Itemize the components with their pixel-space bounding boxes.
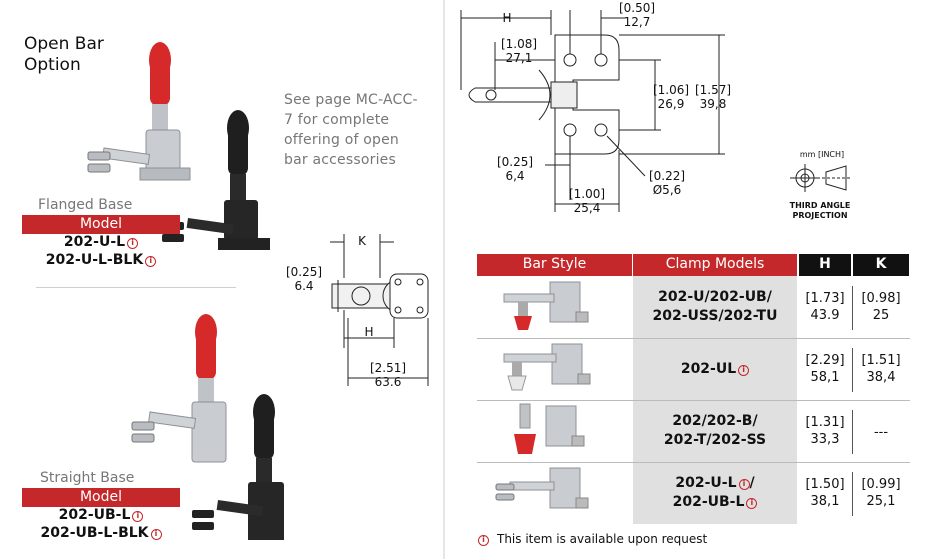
h-value-cell: [1.50] 38,1	[805, 477, 845, 509]
info-icon: i	[738, 479, 750, 490]
dim-251-inch: [2.51]	[370, 361, 406, 375]
dim-251-mm: 63.6	[375, 375, 402, 389]
top-dimension-drawing: H [0.50] 12,7 [1.08] 27,1 [1.06] 26,9 [1…	[460, 1, 731, 215]
dim-050-mm: 12,7	[624, 15, 651, 29]
info-icon: i	[145, 256, 157, 267]
projection-line-1: THIRD ANGLE	[790, 201, 851, 210]
h-header-bg	[799, 254, 851, 276]
clamp-models-header: Clamp Models	[665, 256, 765, 272]
col-divider	[852, 348, 853, 392]
h-value-cell: [1.31] 33,3	[805, 415, 845, 447]
clamp-model-cell: 202/202-B/ 202-T/202-SS	[663, 413, 767, 448]
dim-100-inch: [1.00]	[569, 187, 605, 201]
h-value-cell: [1.73] 43.9	[805, 291, 845, 323]
bar-style-image-3	[514, 403, 585, 454]
bar-style-image-2	[503, 343, 591, 391]
info-icon: i	[746, 498, 758, 509]
flanged-base-label: Flanged Base	[38, 197, 133, 213]
column-divider	[443, 0, 445, 559]
dim-100-mm: 25,4	[574, 201, 601, 215]
divider	[36, 287, 236, 288]
accessories-note: See page MC-ACC-7 for complete offering …	[284, 92, 418, 168]
dim-106-mm: 26,9	[658, 97, 685, 111]
dim-106-inch: [1.06]	[653, 83, 689, 97]
flanged-clamp-illustration	[87, 42, 270, 250]
k-value-cell: ---	[873, 425, 889, 440]
dim-050-inch: [0.50]	[619, 1, 655, 15]
info-icon: i	[132, 511, 144, 522]
bar-style-image-1	[503, 281, 589, 330]
k-value-cell: [0.99] 25,1	[861, 477, 901, 509]
clamp-models-header-bg	[633, 254, 797, 276]
clamp-model-cell: 202-U/202-UB/ 202-USS/202-TU	[652, 289, 778, 324]
dim-025-mm: 6.4	[294, 279, 313, 293]
info-icon: i	[150, 529, 162, 540]
h-label: H	[502, 11, 511, 25]
col-divider	[852, 286, 853, 330]
h-value-cell: [2.29] 58,1	[805, 353, 845, 385]
k-value-cell: [0.98] 25	[861, 291, 901, 323]
dim-022-mm: Ø5,6	[653, 183, 682, 197]
row-divider	[477, 338, 910, 339]
info-icon: i	[127, 238, 139, 249]
info-icon: i	[738, 365, 750, 376]
bar-style-image-4	[495, 467, 589, 509]
section-title: Open Bar Option	[24, 34, 104, 75]
dim-157-mm: 39,8	[700, 97, 727, 111]
h-label: H	[364, 325, 373, 339]
k-header: K	[875, 256, 887, 272]
open-bar-dimension-drawing: K H [0.25] 6.4 [2.51] 63.6	[286, 234, 429, 389]
col-divider	[852, 472, 853, 516]
row-divider	[477, 462, 910, 463]
straight-model-bar: Model	[22, 488, 180, 507]
third-angle-projection-symbol: mm [INCH] THIRD ANGLE PROJECTION	[790, 150, 852, 220]
k-header-bg	[853, 254, 909, 276]
k-label: K	[358, 234, 367, 248]
dim-025-inch: [0.25]	[497, 155, 533, 169]
straight-clamp-illustration	[131, 314, 284, 540]
dim-022-inch: [0.22]	[649, 169, 685, 183]
dim-108-mm: 27,1	[506, 51, 533, 65]
units-label: mm [INCH]	[800, 150, 844, 159]
dim-025-inch: [0.25]	[286, 265, 322, 279]
projection-line-2: PROJECTION	[792, 211, 847, 220]
dim-025-mm: 6,4	[505, 169, 524, 183]
bar-style-header: Bar Style	[522, 256, 587, 272]
dim-108-inch: [1.08]	[501, 37, 537, 51]
h-header: H	[819, 256, 831, 272]
k-value-cell: [1.51] 38,4	[861, 353, 901, 385]
open-bar-option-panel: Open Bar Option See page MC-ACC-7 for co…	[0, 0, 445, 559]
row-divider	[477, 400, 910, 401]
info-icon: i	[478, 535, 489, 546]
flanged-model-bar: Model	[22, 215, 180, 234]
straight-base-label: Straight Base	[40, 470, 135, 486]
col-divider	[852, 410, 853, 454]
dim-157-inch: [1.57]	[695, 83, 731, 97]
bar-style-header-bg	[477, 254, 632, 276]
